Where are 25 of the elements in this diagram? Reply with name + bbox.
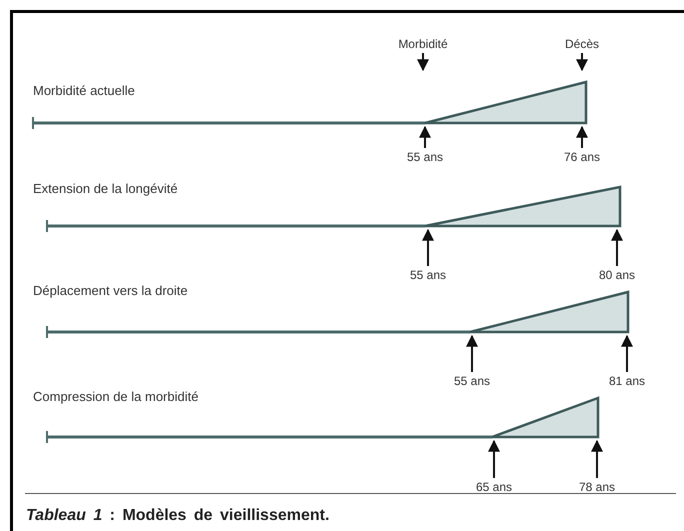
stage-label: Morbidité xyxy=(398,36,448,52)
age-label: 55 ans xyxy=(454,373,490,389)
arrow xyxy=(611,228,623,266)
age-label: 55 ans xyxy=(406,149,444,165)
row-title: Extension de la longévité xyxy=(33,180,178,198)
age-label: 80 ans xyxy=(598,267,636,283)
arrow xyxy=(621,334,633,372)
age-label: 76 ans xyxy=(564,149,600,165)
arrow xyxy=(419,126,431,148)
row-title: Compression de la morbidité xyxy=(33,388,198,406)
arrow xyxy=(576,53,588,72)
arrow xyxy=(417,53,429,72)
arrow xyxy=(488,440,500,478)
row-title: Déplacement vers la droite xyxy=(33,282,188,300)
age-label: 78 ans xyxy=(578,479,616,495)
stage-label: Décès xyxy=(564,36,599,52)
caption: Tableau 1 : Modèles de vieillissement. xyxy=(26,506,330,526)
arrow xyxy=(591,440,603,478)
age-label: 55 ans xyxy=(410,267,446,283)
age-label: 81 ans xyxy=(608,373,646,389)
age-label: 65 ans xyxy=(476,479,512,495)
row-title: Morbidité actuelle xyxy=(33,82,135,100)
arrow xyxy=(466,334,478,372)
arrow xyxy=(576,126,588,148)
arrow xyxy=(422,228,434,266)
